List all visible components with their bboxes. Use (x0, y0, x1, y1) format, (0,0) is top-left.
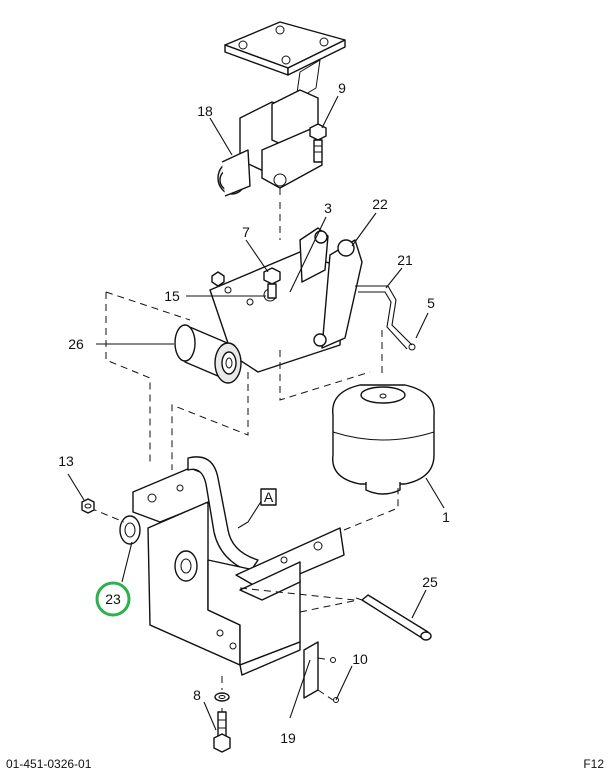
view-marker-label: A (264, 489, 274, 505)
callouts: 18 9 3 22 7 21 15 5 26 13 1 25 23 10 8 1… (58, 80, 450, 746)
bumper-26 (174, 324, 242, 384)
air-spring-1 (332, 384, 435, 495)
view-marker-a: A (260, 488, 277, 506)
leader-lines (67, 95, 445, 731)
bracket-18 (217, 89, 323, 200)
callout-25[interactable]: 25 (422, 574, 438, 590)
callout-9[interactable]: 9 (338, 80, 346, 96)
callout-18[interactable]: 18 (197, 103, 213, 119)
page-reference: F12 (583, 757, 604, 771)
linkage-21 (355, 285, 416, 351)
callout-23[interactable]: 23 (105, 591, 121, 607)
callout-8[interactable]: 8 (193, 687, 201, 703)
top-mount-plate (224, 21, 346, 101)
callout-13[interactable]: 13 (58, 453, 74, 469)
document-id: 01-451-0326-01 (6, 757, 92, 771)
nut-13 (81, 498, 95, 514)
bolt-9 (309, 123, 327, 163)
main-bracket (119, 456, 345, 676)
pin-25 (355, 594, 432, 641)
callout-7[interactable]: 7 (242, 224, 250, 240)
assembly-guides-upper (105, 202, 383, 470)
callout-3[interactable]: 3 (324, 200, 332, 216)
callout-1[interactable]: 1 (442, 509, 450, 525)
highlight-circle-23 (95, 581, 131, 617)
plate-19 (303, 641, 339, 703)
callout-19[interactable]: 19 (280, 730, 296, 746)
callout-15[interactable]: 15 (164, 288, 180, 304)
valve-bracket-22 (209, 227, 363, 373)
callout-10[interactable]: 10 (352, 651, 368, 667)
callout-21[interactable]: 21 (397, 252, 413, 268)
callout-26[interactable]: 26 (68, 336, 84, 352)
washer-8 (214, 692, 230, 702)
callout-22[interactable]: 22 (372, 196, 388, 212)
callout-5[interactable]: 5 (427, 295, 435, 311)
bolt-8 (213, 711, 231, 753)
